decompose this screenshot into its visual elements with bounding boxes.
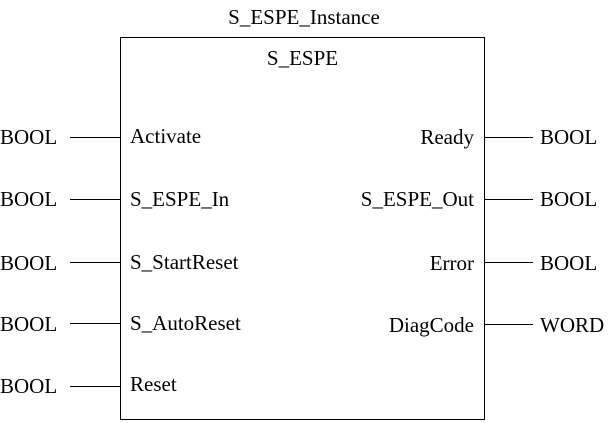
- input-wire-reset: [70, 386, 120, 387]
- input-pin-s-autoreset: S_AutoReset: [130, 311, 241, 335]
- output-type-ready: BOOL: [540, 125, 598, 149]
- input-pin-reset: Reset: [130, 372, 177, 396]
- input-pin-s-espe-in: S_ESPE_In: [130, 187, 230, 211]
- output-type-s-espe-out: BOOL: [540, 187, 598, 211]
- function-block-body: [120, 37, 485, 420]
- output-pin-diagcode: DiagCode: [388, 313, 474, 337]
- block-type-name: S_ESPE: [266, 46, 339, 70]
- output-wire-ready: [485, 137, 533, 138]
- input-type-reset: BOOL: [0, 374, 58, 398]
- input-pin-s-startreset: S_StartReset: [130, 250, 239, 274]
- output-type-error: BOOL: [540, 251, 598, 275]
- input-type-s-startreset: BOOL: [0, 251, 58, 275]
- input-pin-activate: Activate: [130, 124, 202, 148]
- output-type-diagcode: WORD: [540, 313, 605, 337]
- output-wire-s-espe-out: [485, 199, 533, 200]
- instance-name: S_ESPE_Instance: [228, 5, 380, 29]
- input-wire-s-autoreset: [70, 323, 120, 324]
- input-wire-s-startreset: [70, 262, 120, 263]
- output-pin-error: Error: [429, 251, 474, 275]
- output-wire-error: [485, 262, 533, 263]
- input-type-activate: BOOL: [0, 125, 58, 149]
- input-wire-s-espe-in: [70, 199, 120, 200]
- output-wire-diagcode: [485, 324, 533, 325]
- output-pin-ready: Ready: [420, 125, 474, 149]
- input-type-s-espe-in: BOOL: [0, 187, 58, 211]
- input-wire-activate: [70, 137, 120, 138]
- output-pin-s-espe-out: S_ESPE_Out: [360, 187, 474, 211]
- input-type-s-autoreset: BOOL: [0, 312, 58, 336]
